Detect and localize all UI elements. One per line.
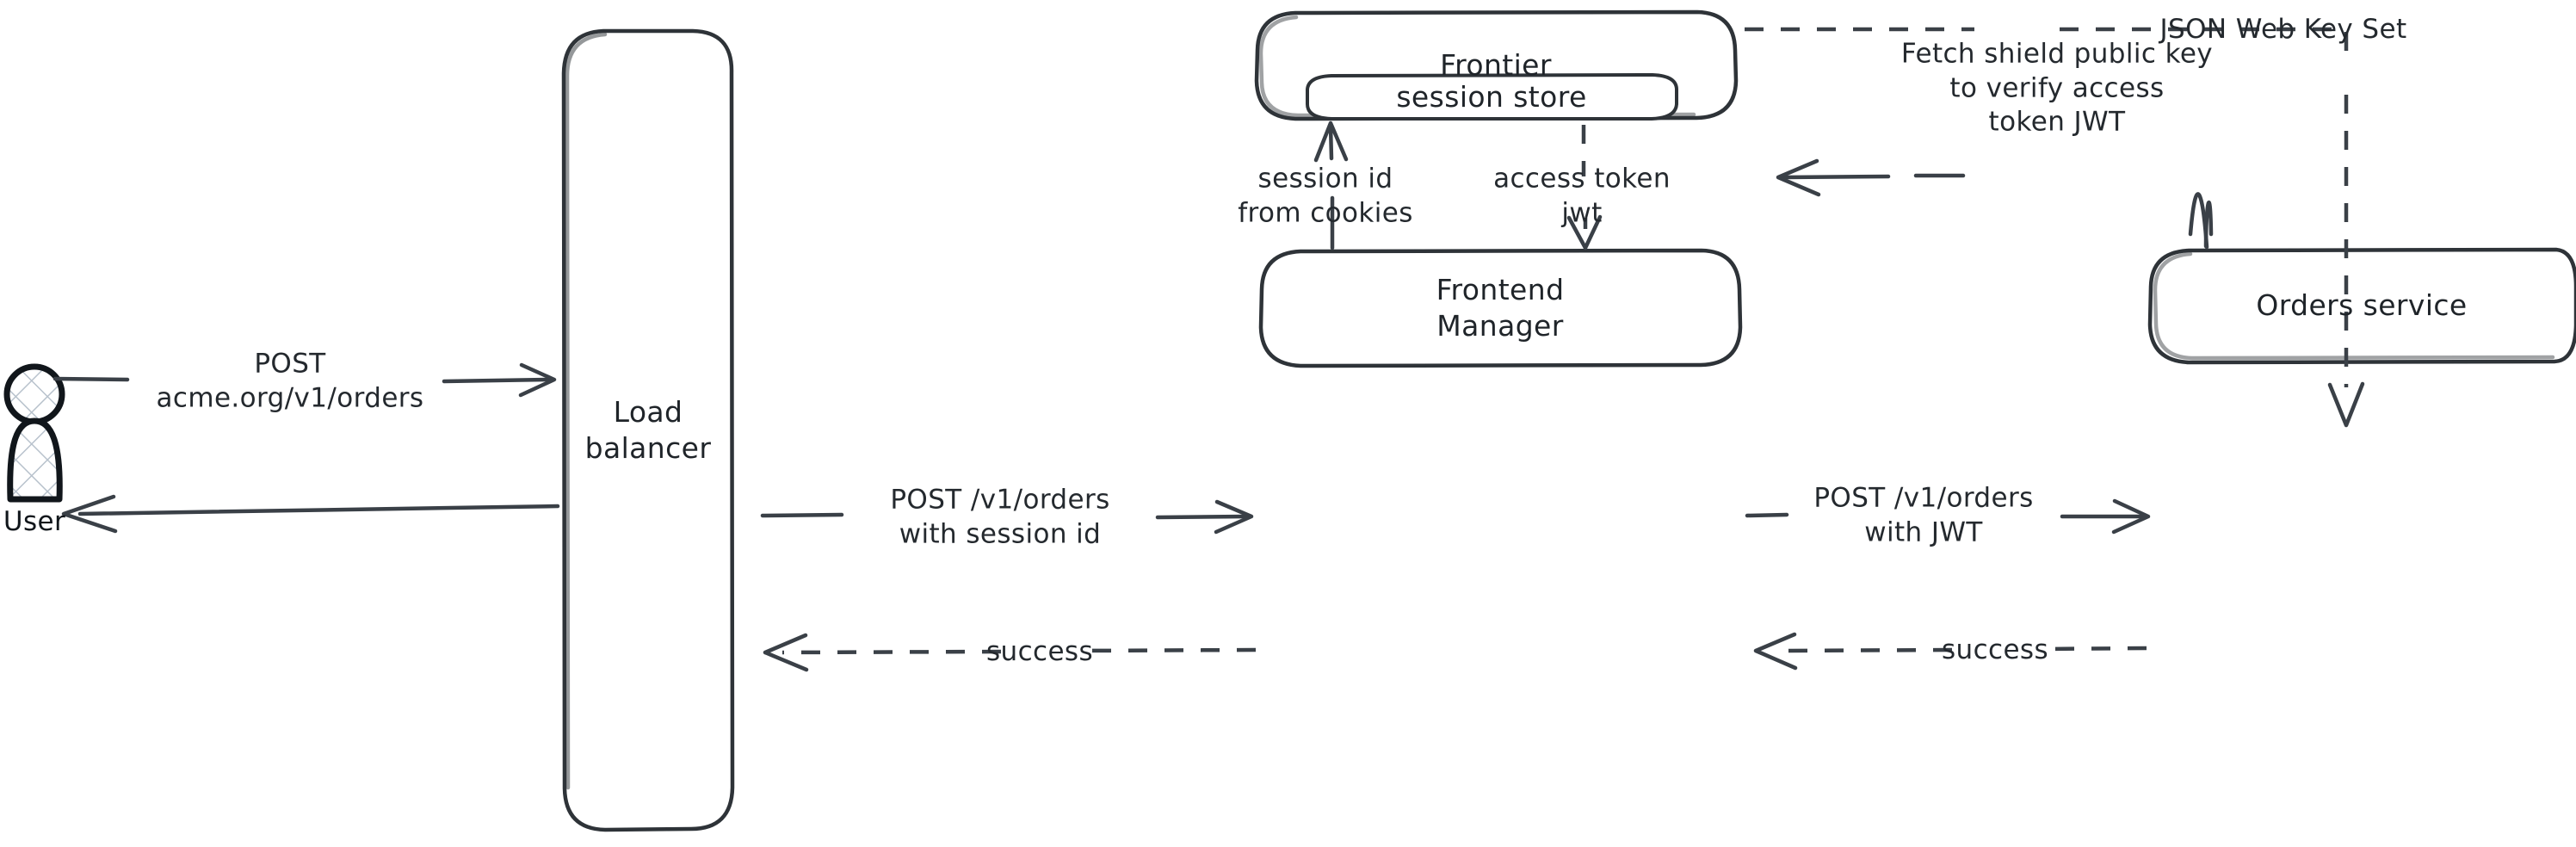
edge-lb-to-fm — [760, 499, 1254, 535]
edge-orders-to-fm — [1753, 632, 2147, 671]
edge-lb-to-user — [61, 494, 560, 534]
edge-user-to-lb — [53, 362, 557, 398]
node-orders-service[interactable] — [2147, 247, 2576, 365]
node-frontier[interactable] — [1254, 9, 1739, 121]
user-actor-icon — [3, 363, 65, 503]
edge-frontier-to-orders — [1745, 27, 2365, 428]
edge-fm-to-orders — [1745, 498, 2151, 535]
edge-fm-to-frontier — [1313, 121, 1349, 250]
node-frontend-manager[interactable] — [1258, 248, 1743, 368]
node-session-store[interactable] — [1306, 73, 1678, 121]
node-load-balancer[interactable] — [561, 28, 735, 832]
edge-orders-to-frontier — [1776, 158, 2214, 250]
edge-fm-to-lb — [763, 633, 1257, 672]
edge-frontier-to-fm — [1566, 125, 1603, 250]
